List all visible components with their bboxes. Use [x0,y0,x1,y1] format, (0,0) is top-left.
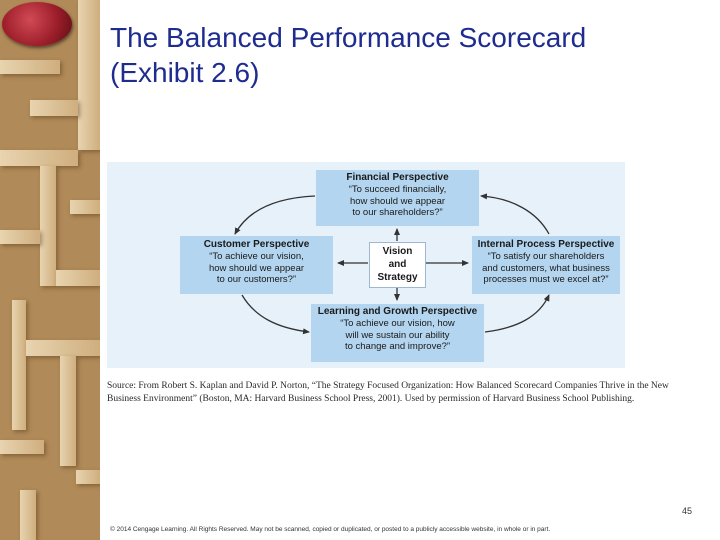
copyright-notice: © 2014 Cengage Learning. All Rights Rese… [110,526,670,533]
arrow-internal-to-financial [481,196,549,234]
arrow-customer-to-learning [242,295,309,332]
learning-line-1: “To achieve our vision, how [311,318,484,330]
source-line-1: Source: From Robert S. Kaplan and David … [107,381,669,391]
customer-line-1: “To achieve our vision, [180,251,333,263]
center-line-2: and [370,258,425,271]
page-number: 45 [668,506,692,516]
vision-strategy-box: Vision and Strategy [369,242,426,288]
maze-background-image [0,0,100,540]
arrow-learning-to-internal [485,295,549,332]
internal-line-2: and customers, what business [472,263,620,275]
learning-growth-heading: Learning and Growth Perspective [311,306,484,318]
learning-growth-perspective-box: Learning and Growth Perspective “To achi… [311,304,484,362]
financial-line-2: how should we appear [316,196,479,208]
source-citation: Source: From Robert S. Kaplan and David … [107,380,697,405]
customer-perspective-box: Customer Perspective “To achieve our vis… [180,236,333,294]
internal-line-1: “To satisfy our shareholders [472,251,620,263]
red-ball-icon [2,2,72,46]
source-line-2: Business Environment” (Boston, MA: Harva… [107,394,634,404]
financial-line-3: to our shareholders?” [316,207,479,219]
balanced-scorecard-diagram: Financial Perspective “To succeed financ… [107,162,625,368]
financial-line-1: “To succeed financially, [316,184,479,196]
financial-perspective-box: Financial Perspective “To succeed financ… [316,170,479,226]
customer-line-3: to our customers?” [180,274,333,286]
internal-process-perspective-box: Internal Process Perspective “To satisfy… [472,236,620,294]
slide-title: The Balanced Performance Scorecard (Exhi… [110,20,710,90]
center-line-1: Vision [370,245,425,258]
learning-line-2: will we sustain our ability [311,330,484,342]
arrow-financial-to-customer [235,196,315,234]
customer-line-2: how should we appear [180,263,333,275]
center-line-3: Strategy [370,271,425,284]
financial-perspective-heading: Financial Perspective [316,172,479,184]
customer-perspective-heading: Customer Perspective [180,239,333,251]
internal-process-heading: Internal Process Perspective [472,239,620,251]
title-line-2: (Exhibit 2.6) [110,57,259,88]
internal-line-3: processes must we excel at?” [472,274,620,286]
learning-line-3: to change and improve?” [311,341,484,353]
title-line-1: The Balanced Performance Scorecard [110,22,586,53]
